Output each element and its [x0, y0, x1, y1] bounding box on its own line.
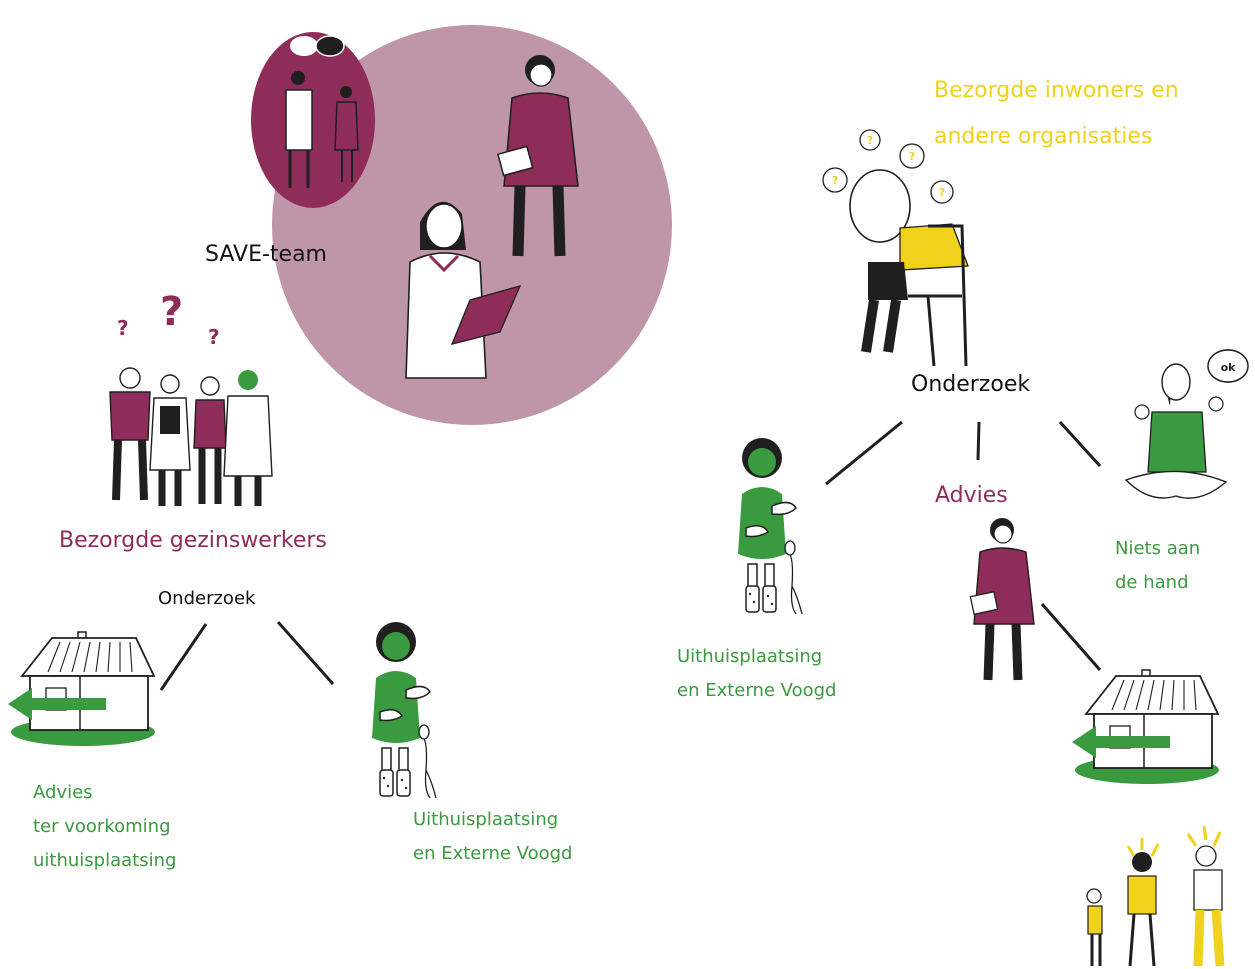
ok-bubble-text: ok: [1221, 361, 1237, 374]
child-green-icon: [737, 437, 803, 615]
line-onderzoek-to-house-left: [159, 623, 208, 691]
connector-lines: [159, 420, 1102, 691]
niets-line1: Niets aan: [1115, 538, 1201, 559]
line-onderzoek-to-niets: [1058, 420, 1102, 468]
advies-voorkoming-line2: ter voorkoming: [33, 816, 171, 837]
onderzoek-right-label: Onderzoek: [911, 372, 1031, 397]
svg-text:?: ?: [909, 150, 915, 163]
bezorgde-inwoners-line2: andere organisaties: [934, 124, 1153, 149]
advies-right-label: Advies: [935, 483, 1008, 508]
bezorgde-inwoners-line1: Bezorgde inwoners en: [934, 78, 1179, 103]
woman-ok-gesture-icon: [1124, 349, 1249, 499]
question-mark-large: ?: [160, 289, 184, 335]
house-arrow-icon: [7, 631, 156, 747]
onderzoek-left-label: Onderzoek: [158, 588, 256, 609]
line-onderzoek-to-child-right: [825, 420, 903, 486]
question-mark-small-right: ?: [208, 325, 220, 349]
discussion-oval-icon: [251, 32, 375, 208]
uithuis-left-line2: en Externe Voogd: [413, 843, 573, 864]
niets-line2: de hand: [1115, 572, 1189, 593]
worried-woman-chair-icon: [822, 129, 969, 367]
woman-clipboard-icon: [969, 518, 1035, 681]
child-green-icon: [371, 621, 437, 799]
uithuis-right-line2: en Externe Voogd: [677, 680, 837, 701]
uithuis-right-line1: Uithuisplaatsing: [677, 646, 823, 667]
nurse-clipboard-icon: [405, 201, 522, 379]
svg-text:?: ?: [867, 134, 873, 147]
care-workers-group-icon: [109, 367, 273, 506]
arguing-family-icon: [1086, 825, 1225, 967]
line-advies-to-house-right: [1040, 603, 1102, 671]
thought-questions: ? ? ? ?: [832, 134, 945, 199]
line-onderzoek-to-child-left: [276, 621, 335, 685]
ok-speech-bubble: ok: [1207, 349, 1249, 383]
advies-voorkoming-line3: uithuisplaatsing: [33, 850, 177, 871]
save-team-label: SAVE-team: [205, 242, 327, 267]
bezorgde-gezinswerkers-label: Bezorgde gezinswerkers: [59, 528, 327, 553]
house-arrow-icon: [1071, 669, 1220, 785]
svg-text:?: ?: [832, 174, 838, 187]
woman-clipboard-icon: [497, 55, 579, 257]
question-mark-small-left: ?: [117, 316, 129, 340]
svg-text:?: ?: [939, 186, 945, 199]
advies-voorkoming-line1: Advies: [33, 782, 93, 803]
uithuis-left-line1: Uithuisplaatsing: [413, 809, 559, 830]
line-onderzoek-to-advies: [976, 421, 981, 461]
